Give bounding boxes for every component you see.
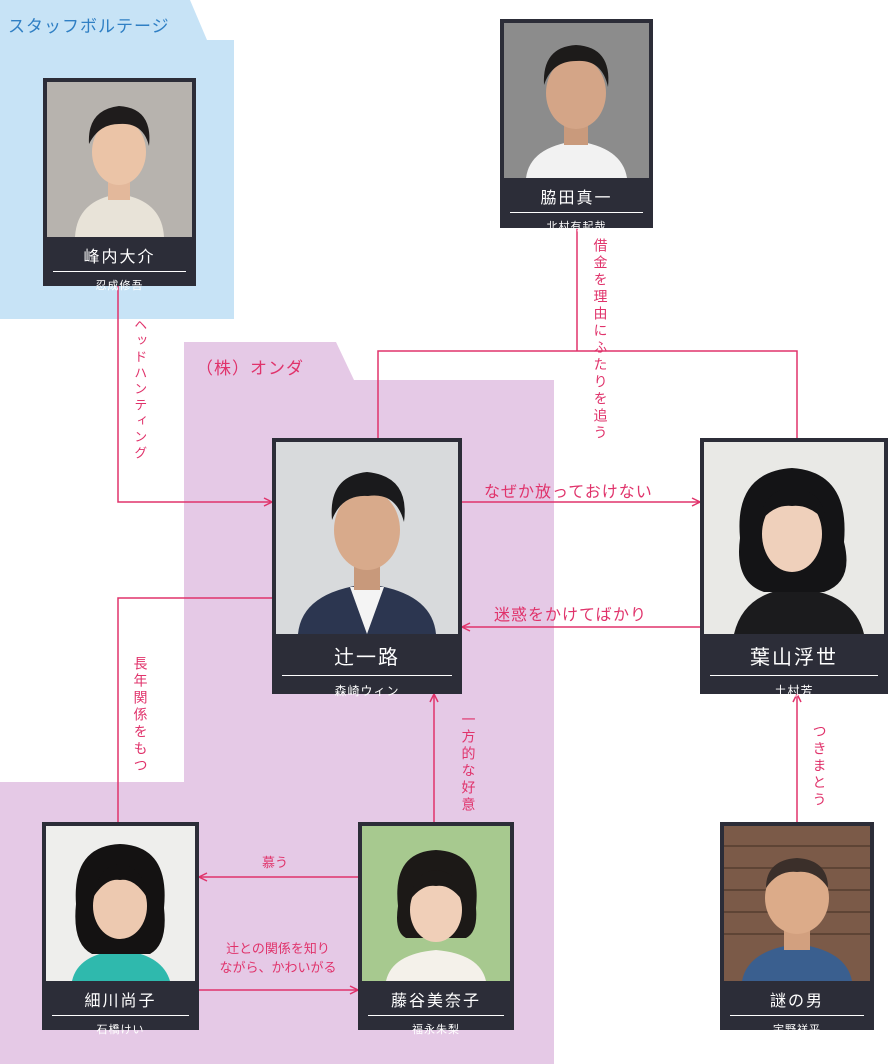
- cant-leave-label: なぜか放っておけない: [484, 482, 653, 501]
- debt-label: 借金を理由にふたりを追う: [591, 238, 608, 442]
- name-hosokawa: 細川尚子: [52, 981, 189, 1016]
- name-hayama: 葉山浮世: [710, 634, 878, 676]
- name-minenouchi: 峰内大介: [53, 237, 186, 272]
- card-wakita[interactable]: 脇田真一 北村有起哉: [500, 19, 653, 233]
- portrait-wakita: [504, 23, 649, 178]
- long-relation-label: 長年関係をもつ: [131, 656, 148, 775]
- knowing-label-line2: ながら、かわいがる: [219, 960, 337, 976]
- one-sided-label: 一方的な好意: [459, 712, 476, 814]
- actor-hosokawa: 石橋けい: [96, 1023, 145, 1036]
- portrait-hayama: [704, 442, 884, 634]
- portrait-tsuji: [276, 442, 458, 634]
- actor-tsuji: 森崎ウィン: [334, 684, 400, 698]
- portrait-nazo: [724, 826, 870, 981]
- portrait-minenouchi: [47, 82, 192, 237]
- headhunting-label: ヘッドハンティング: [131, 318, 147, 462]
- photo-tsuji: [276, 442, 458, 634]
- card-fujitani[interactable]: 藤谷美奈子 福永朱梨: [358, 822, 514, 1036]
- admire-label: 慕う: [262, 856, 289, 871]
- onda-label: （株）オンダ: [196, 359, 304, 379]
- actor-hayama: 土村芳: [774, 684, 814, 698]
- staff-voltage-tab: [0, 0, 207, 40]
- name-nazo: 謎の男: [730, 981, 864, 1016]
- knowing-label-line1: 辻との関係を知り: [226, 942, 330, 957]
- knowing-label: 辻との関係を知り ながら、かわいがる: [203, 941, 353, 979]
- name-wakita: 脇田真一: [510, 178, 643, 213]
- photo-hosokawa: [46, 826, 195, 981]
- actor-fujitani: 福永朱梨: [412, 1023, 460, 1036]
- name-tsuji: 辻一路: [282, 634, 452, 676]
- wakita-branch-line: [377, 350, 798, 438]
- photo-nazo: [724, 826, 870, 981]
- stalks-label: つきまとう: [810, 724, 827, 809]
- card-minenouchi[interactable]: 峰内大介 忍成修吾: [43, 78, 196, 292]
- photo-fujitani: [362, 826, 510, 981]
- card-tsuji[interactable]: 辻一路 森崎ウィン: [272, 438, 462, 698]
- staff-voltage-label: スタッフボルテージ: [8, 17, 170, 37]
- portrait-hosokawa: [46, 826, 195, 981]
- card-hayama[interactable]: 葉山浮世 土村芳: [700, 438, 888, 698]
- portrait-fujitani: [362, 826, 510, 981]
- actor-nazo: 宇野祥平: [773, 1023, 821, 1036]
- photo-hayama: [704, 442, 884, 634]
- onda-tab: [184, 342, 354, 380]
- headhunting-line: [117, 286, 272, 502]
- trouble-label: 迷惑をかけてばかり: [494, 605, 648, 624]
- name-fujitani: 藤谷美奈子: [368, 981, 504, 1016]
- photo-wakita: [504, 23, 649, 178]
- long-relation-line: [117, 597, 272, 822]
- actor-minenouchi: 忍成修吾: [95, 279, 144, 292]
- card-nazo[interactable]: 謎の男 宇野祥平: [720, 822, 874, 1036]
- actor-wakita: 北村有起哉: [546, 220, 607, 233]
- photo-minenouchi: [47, 82, 192, 237]
- card-hosokawa[interactable]: 細川尚子 石橋けい: [42, 822, 199, 1036]
